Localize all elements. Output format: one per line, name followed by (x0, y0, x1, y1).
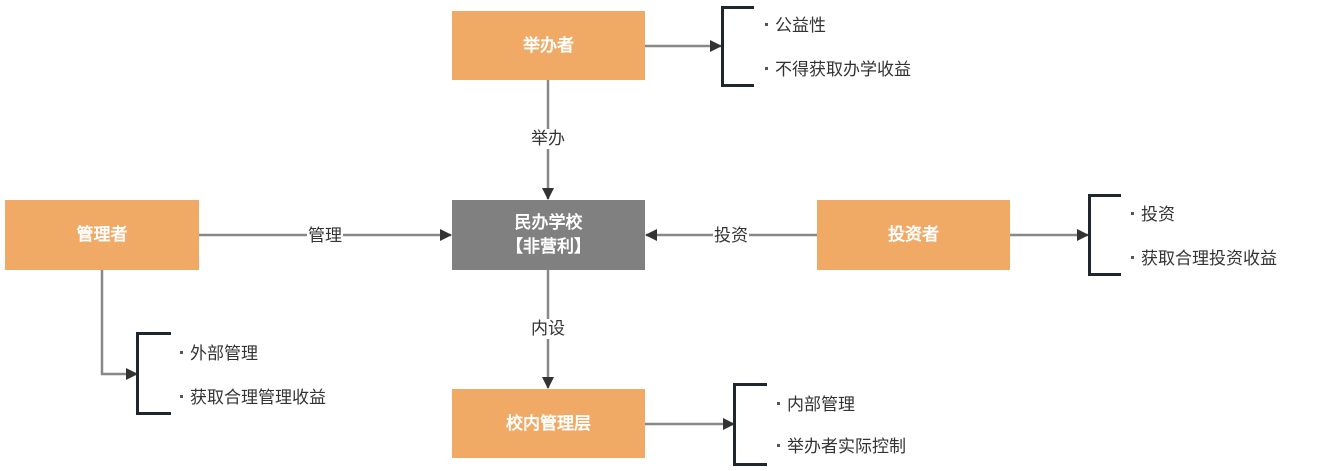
note-item: 获取合理管理收益 (180, 388, 326, 408)
bracket-sponsor (721, 6, 754, 87)
bullet-dot-icon (1131, 211, 1134, 215)
edge-label-invest: 投资 (713, 226, 749, 246)
node-investor-label: 投资者 (888, 225, 939, 245)
node-internal-management[interactable]: 校内管理层 (452, 389, 645, 458)
bullet-dot-icon (180, 394, 183, 398)
edge-label-sponsor: 举办 (530, 129, 566, 149)
edge-manager-to-notes (100, 270, 138, 380)
node-internal-label: 校内管理层 (506, 413, 591, 434)
note-item: 不得获取办学收益 (765, 60, 911, 80)
node-manager[interactable]: 管理者 (5, 200, 199, 270)
node-sponsor-label: 举办者 (523, 35, 574, 56)
node-school-label: 民办学校 【非营利】 (506, 213, 591, 257)
note-item: 举办者实际控制 (777, 437, 906, 457)
edge-label-manage: 管理 (307, 226, 343, 246)
note-item: 获取合理投资收益 (1131, 249, 1277, 269)
bracket-investor (1088, 194, 1121, 276)
node-school[interactable]: 民办学校 【非营利】 (452, 200, 645, 270)
bullet-dot-icon (777, 443, 780, 447)
node-investor[interactable]: 投资者 (817, 200, 1010, 270)
bullet-dot-icon (1131, 255, 1134, 259)
note-item: 外部管理 (180, 344, 258, 364)
bracket-internal (733, 383, 767, 466)
note-item: 内部管理 (777, 395, 855, 415)
bracket-manager (136, 332, 171, 415)
note-item: 公益性 (765, 16, 826, 36)
bullet-dot-icon (765, 22, 768, 26)
bullet-dot-icon (777, 401, 780, 405)
edge-label-internal: 内设 (530, 319, 566, 339)
bullet-dot-icon (765, 66, 768, 70)
bullet-dot-icon (180, 350, 183, 354)
note-item: 投资 (1131, 205, 1175, 225)
node-sponsor[interactable]: 举办者 (452, 11, 645, 80)
node-manager-label: 管理者 (76, 225, 128, 245)
